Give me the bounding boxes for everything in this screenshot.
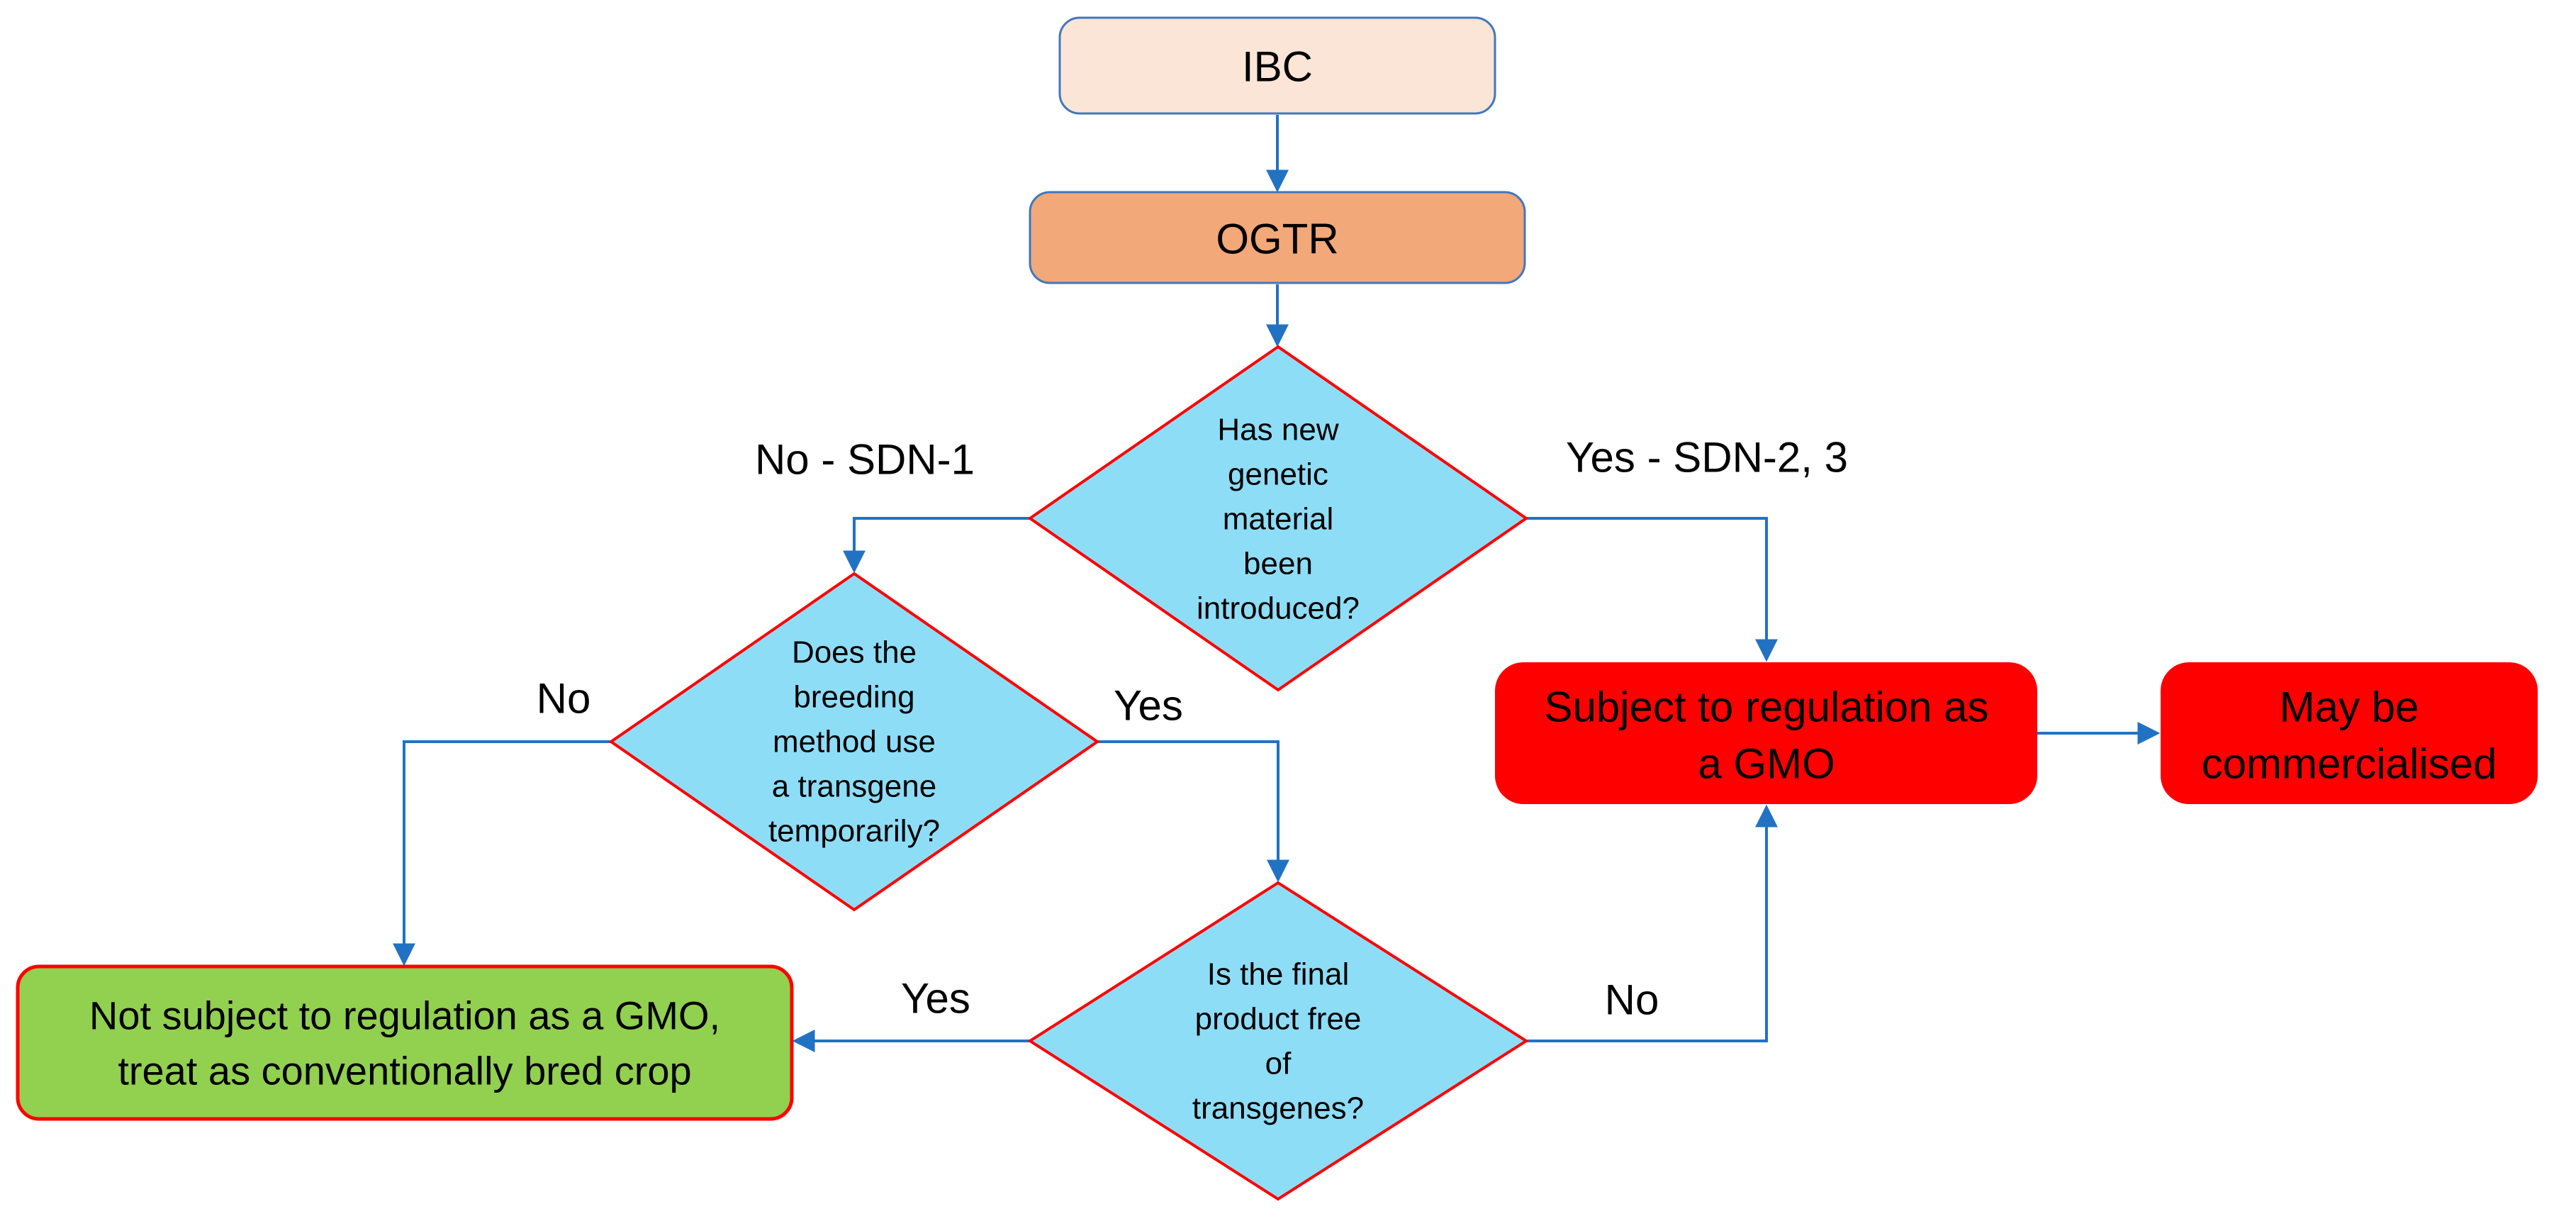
green-box-line: Not subject to regulation as a GMO, (89, 993, 720, 1038)
node-not-subject-to-regulation: Not subject to regulation as a GMO, trea… (16, 964, 794, 1121)
node-decision-final-product-transgene-free: Is the final product free of transgenes? (1027, 881, 1529, 1201)
decision-3-line: transgenes? (1192, 1091, 1364, 1126)
red-commercialised-line: May be (2280, 684, 2419, 731)
red-commercialised-box-shape (2161, 662, 2538, 804)
red-subject-line: Subject to regulation as (1544, 684, 1988, 731)
decision-1-line: Has new (1217, 413, 1338, 447)
decision-2-shape (608, 572, 1100, 912)
edge-label-d2-no: No (537, 675, 591, 723)
green-box-shape (16, 964, 794, 1121)
node-decision-new-genetic-material: Has new genetic material been introduced… (1027, 345, 1529, 692)
decision-2-line: Does the (792, 635, 917, 670)
node-ibc: IBC (1058, 16, 1496, 115)
red-commercialised-line: commercialised (2202, 740, 2497, 788)
decision-1-line: material (1223, 502, 1334, 537)
edge-label-d2-yes: Yes (1114, 682, 1183, 730)
edge-label-d1-yes-sdn23: Yes - SDN-2, 3 (1566, 434, 1848, 481)
node-decision-breeding-method-transgene: Does the breeding method use a transgene… (608, 572, 1100, 912)
decision-1-line: been (1243, 547, 1313, 581)
connector-d2-no-to-green (393, 740, 611, 966)
connector-d2-yes-to-d3 (1097, 740, 1289, 883)
connector-d3-no-to-red-subject (1526, 804, 1778, 1042)
green-box-line: treat as conventionally bred crop (118, 1049, 691, 1093)
ibc-label: IBC (1242, 43, 1313, 91)
decision-2-line: temporarily? (768, 814, 940, 849)
node-ogtr: OGTR (1029, 191, 1526, 284)
decision-3-line: of (1265, 1047, 1292, 1081)
connector-d1-no-to-d2 (843, 517, 1030, 574)
edge-label-d3-yes: Yes (901, 975, 970, 1022)
decision-1-line: genetic (1228, 457, 1328, 492)
decision-3-line: Is the final (1207, 957, 1350, 992)
ogtr-box-shape (1029, 191, 1526, 284)
edge-labels: No - SDN-1 Yes - SDN-2, 3 No Yes Yes No (537, 434, 1848, 1024)
decision-1-line: introduced? (1197, 591, 1360, 626)
decision-2-line: method use (773, 725, 936, 759)
decision-3-shape (1027, 881, 1529, 1201)
decision-3-line: product free (1195, 1002, 1362, 1037)
decision-2-line: a transgene (772, 769, 936, 804)
ibc-box-shape (1058, 16, 1496, 115)
node-may-be-commercialised: May be commercialised (2161, 662, 2538, 804)
decision-2-line: breeding (793, 680, 914, 715)
red-subject-box-shape (1495, 662, 2037, 804)
node-subject-to-regulation: Subject to regulation as a GMO (1495, 662, 2037, 804)
connectors (393, 115, 2161, 1052)
edge-label-d3-no: No (1605, 976, 1659, 1024)
decision-1-shape (1027, 345, 1529, 692)
ogtr-label: OGTR (1216, 216, 1338, 263)
connector-d1-yes-to-red-subject (1526, 517, 1778, 662)
edge-label-d1-no-sdn1: No - SDN-1 (755, 436, 975, 484)
red-subject-line: a GMO (1698, 740, 1835, 788)
